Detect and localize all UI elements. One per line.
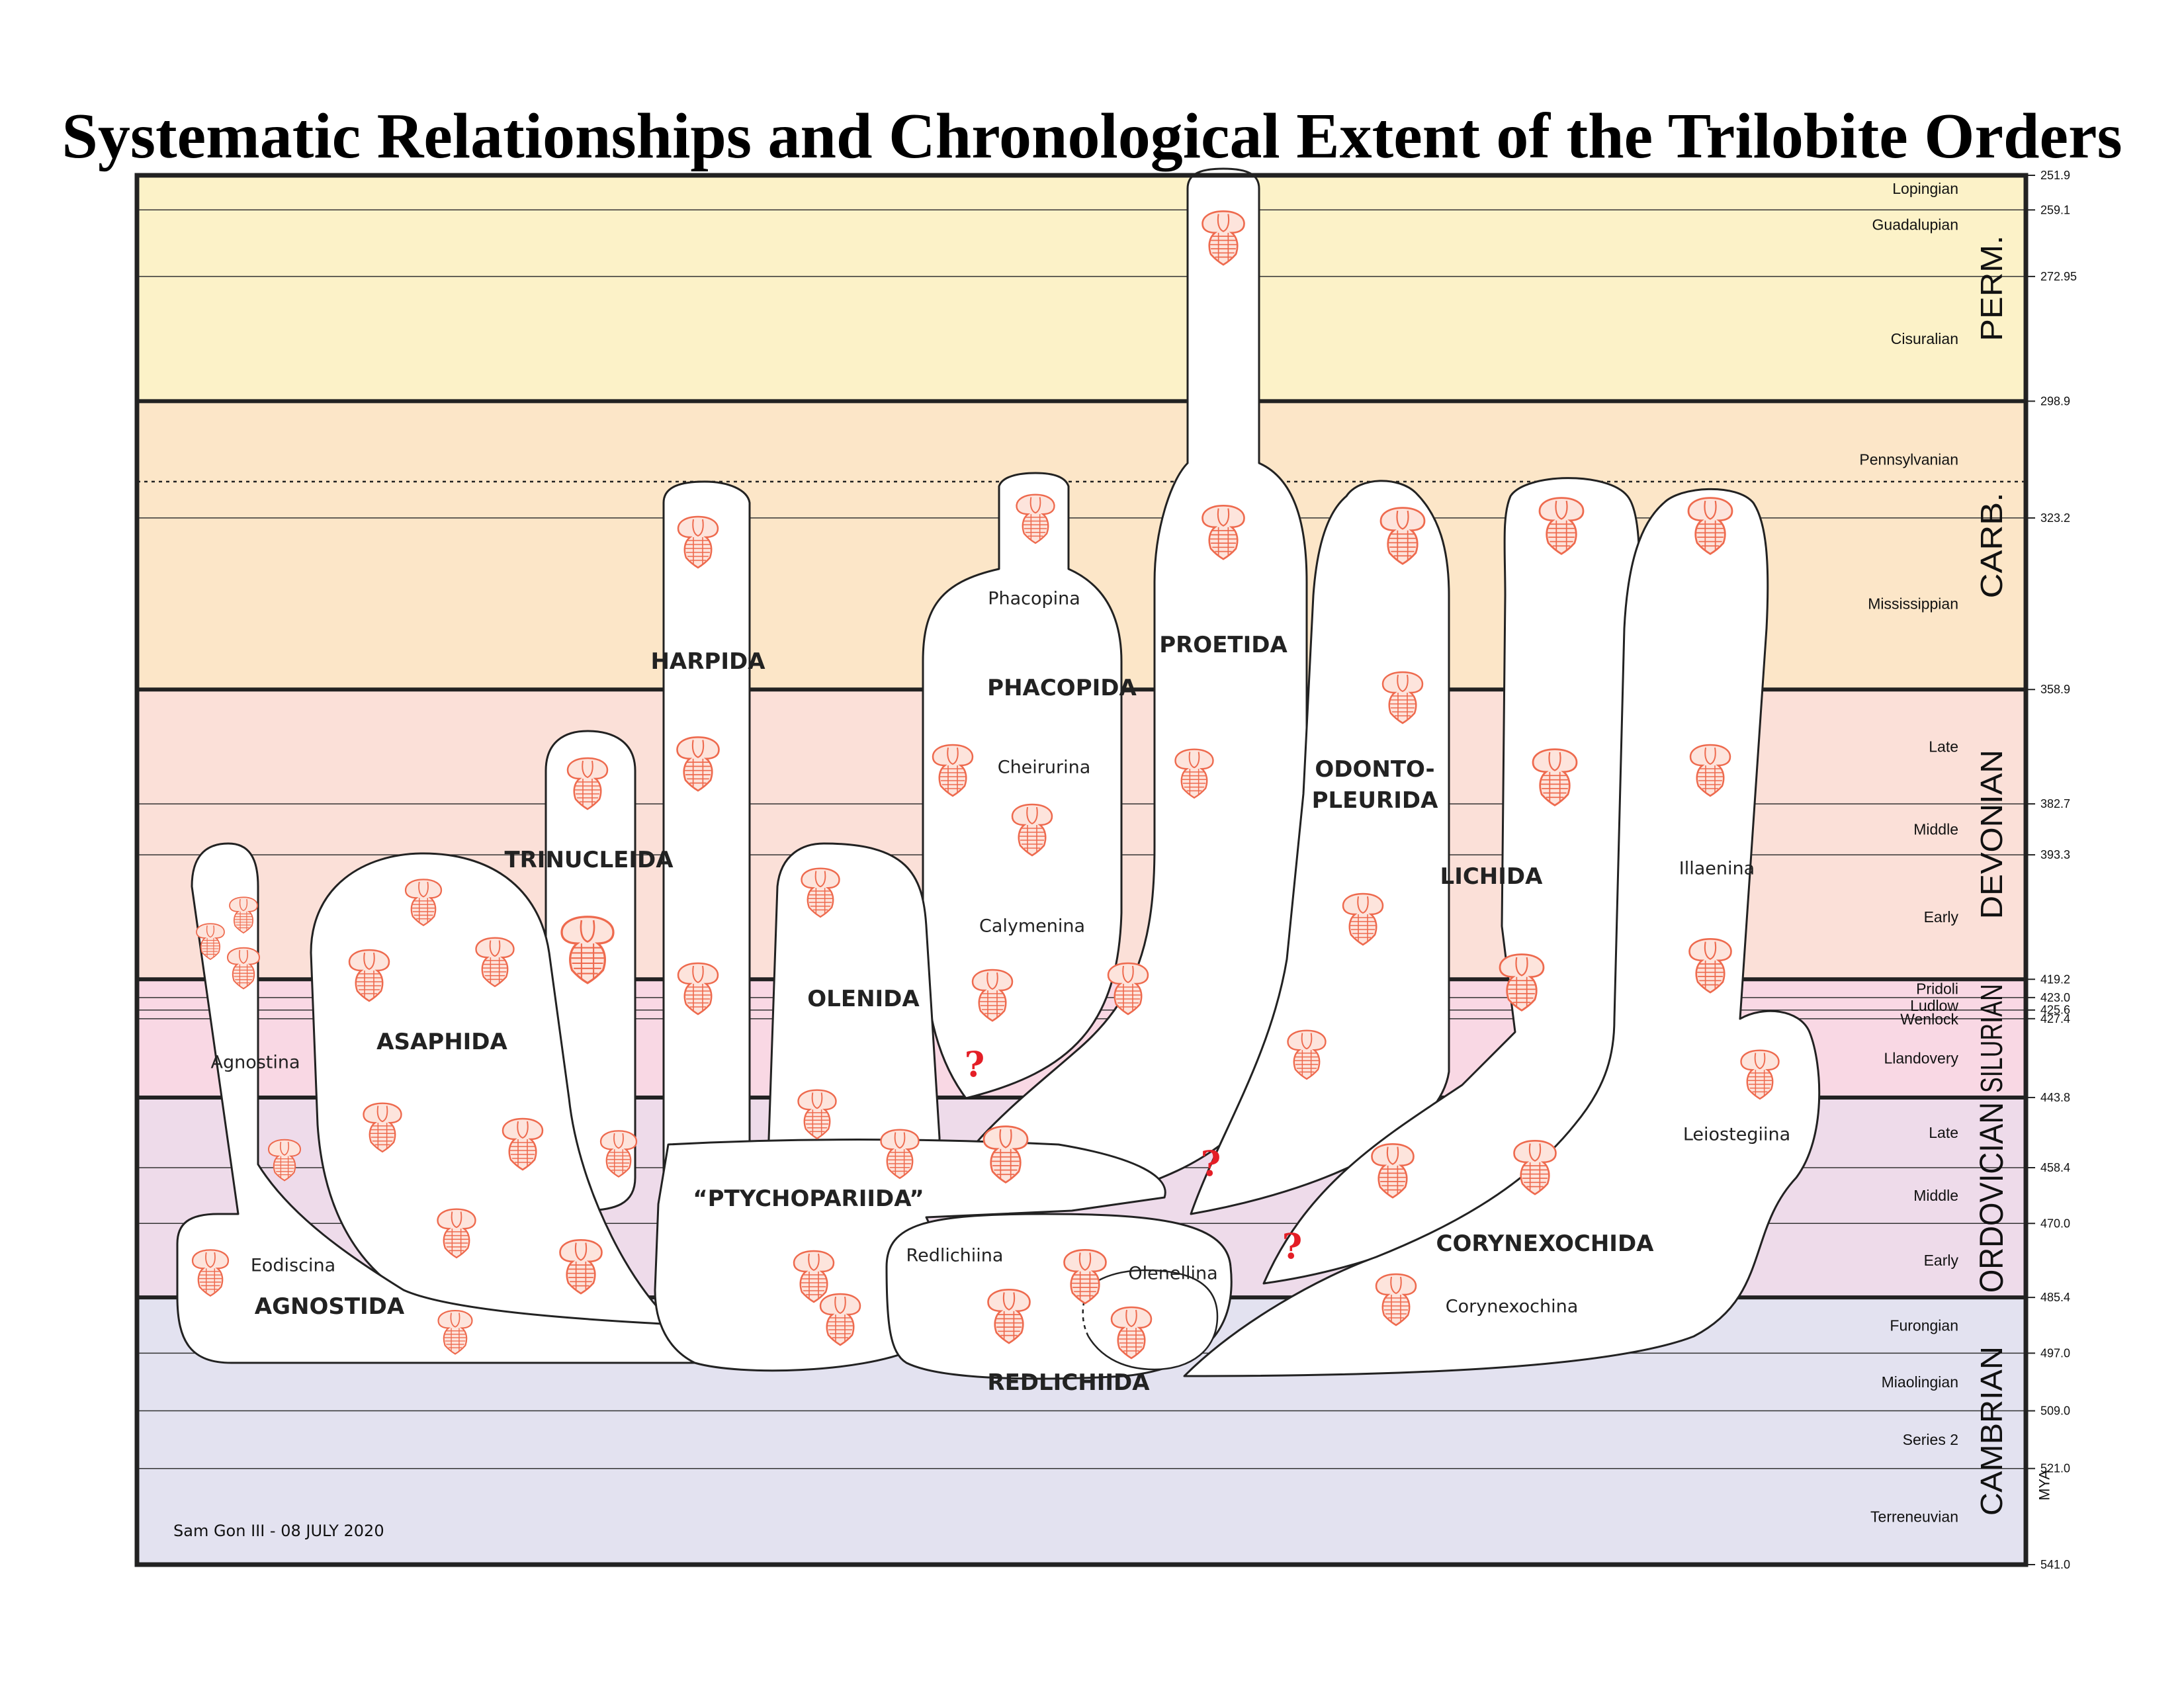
period-label: CAMBRIAN bbox=[1974, 1346, 2009, 1516]
order-label: OLENIDA bbox=[807, 986, 920, 1012]
order-label: HARPIDA bbox=[650, 648, 765, 675]
age-label: 393.3 bbox=[2040, 848, 2070, 861]
epoch-label: Wenlock bbox=[1900, 1011, 1958, 1028]
epoch-label: Early bbox=[1924, 908, 1959, 926]
clade-harpida bbox=[662, 480, 751, 1205]
suborder-label: Eodiscina bbox=[251, 1256, 335, 1276]
order-label: PLEURIDA bbox=[1312, 787, 1438, 814]
age-label: 521.0 bbox=[2040, 1462, 2070, 1475]
epoch-label: Series 2 bbox=[1903, 1431, 1958, 1448]
epoch-label: Early bbox=[1924, 1252, 1959, 1269]
order-label: ODONTO- bbox=[1315, 756, 1434, 783]
age-label: 358.9 bbox=[2040, 683, 2070, 696]
age-label: 485.4 bbox=[2040, 1291, 2070, 1304]
epoch-label: Pridoli bbox=[1916, 980, 1958, 997]
period-band bbox=[137, 175, 2026, 402]
age-label: 458.4 bbox=[2040, 1161, 2070, 1174]
order-label: ASAPHIDA bbox=[376, 1029, 507, 1055]
age-label: 382.7 bbox=[2040, 797, 2070, 810]
clade-agnostida bbox=[176, 842, 782, 1364]
age-label: 427.4 bbox=[2040, 1012, 2070, 1025]
age-label: 470.0 bbox=[2040, 1217, 2070, 1230]
epoch-label: Lopingian bbox=[1892, 180, 1958, 197]
author-credit: Sam Gon III - 08 JULY 2020 bbox=[173, 1522, 384, 1540]
epoch-label: Middle bbox=[1913, 821, 1958, 838]
age-label: 443.8 bbox=[2040, 1091, 2070, 1104]
suborder-label: Leiostegiina bbox=[1683, 1125, 1790, 1145]
epoch-label: Ludlow bbox=[1910, 997, 1958, 1014]
age-label: 541.0 bbox=[2040, 1558, 2070, 1571]
age-label: 323.2 bbox=[2040, 511, 2070, 525]
epoch-label: Pennsylvanian bbox=[1859, 451, 1958, 468]
order-label: PROETIDA bbox=[1159, 632, 1288, 658]
epoch-label: Late bbox=[1929, 1124, 1958, 1141]
epoch-label: Guadalupian bbox=[1872, 216, 1958, 233]
suborder-label: Calymenina bbox=[979, 916, 1085, 937]
order-label: AGNOSTIDA bbox=[255, 1293, 405, 1320]
suborder-label: Redlichiina bbox=[906, 1246, 1004, 1266]
epoch-label: Llandovery bbox=[1884, 1049, 1958, 1066]
suborder-label: Olenellina bbox=[1128, 1264, 1217, 1284]
period-label: DEVONIAN bbox=[1974, 750, 2009, 919]
age-label: 509.0 bbox=[2040, 1405, 2070, 1418]
epoch-label: Late bbox=[1929, 738, 1958, 756]
age-label: 259.1 bbox=[2040, 203, 2070, 216]
epoch-label: Mississippian bbox=[1868, 595, 1958, 613]
clade-corynexochida bbox=[1183, 488, 1821, 1377]
order-label: REDLICHIIDA bbox=[987, 1369, 1150, 1396]
clade-olenellina-dashed bbox=[1082, 1296, 1090, 1337]
epoch-label: Miaolingian bbox=[1882, 1373, 1958, 1391]
order-label: “PTYCHOPARIIDA” bbox=[693, 1186, 924, 1212]
age-label: 251.9 bbox=[2040, 169, 2070, 182]
age-label: 497.0 bbox=[2040, 1346, 2070, 1360]
period-label: ORDOVICIAN bbox=[1973, 1102, 2010, 1293]
epoch-label: Middle bbox=[1913, 1187, 1958, 1204]
uncertainty-question-mark: ? bbox=[1201, 1145, 1221, 1185]
period-label: PERM. bbox=[1974, 236, 2009, 341]
suborder-label: Illaenina bbox=[1679, 859, 1755, 879]
mya-label: MYA bbox=[2036, 1470, 2053, 1500]
clade-phacopida bbox=[922, 472, 1123, 1100]
uncertainty-question-mark: ? bbox=[965, 1045, 984, 1086]
epoch-label: Terreneuvian bbox=[1870, 1508, 1958, 1525]
order-label: LICHIDA bbox=[1440, 863, 1544, 890]
period-label: CARB. bbox=[1974, 492, 2009, 598]
age-label: 272.95 bbox=[2040, 270, 2077, 283]
suborder-label: Cheirurina bbox=[998, 757, 1091, 778]
order-label: PHACOPIDA bbox=[987, 675, 1137, 701]
period-label: SILURIAN bbox=[1974, 984, 2009, 1093]
clade-odontopleurida bbox=[1190, 480, 1450, 1215]
suborder-label: Corynexochina bbox=[1446, 1297, 1578, 1317]
age-label: 419.2 bbox=[2040, 973, 2070, 986]
order-label: CORYNEXOCHIDA bbox=[1436, 1231, 1655, 1257]
epoch-label: Cisuralian bbox=[1891, 330, 1958, 347]
age-label: 298.9 bbox=[2040, 394, 2070, 408]
suborder-label: Agnostina bbox=[210, 1053, 300, 1073]
page-title: Systematic Relationships and Chronologic… bbox=[62, 101, 2122, 172]
chart-frame bbox=[134, 173, 2029, 1567]
age-label: 425.6 bbox=[2040, 1004, 2070, 1017]
uncertainty-question-mark: ? bbox=[1282, 1227, 1302, 1268]
suborder-label: Phacopina bbox=[988, 589, 1080, 609]
epoch-label: Furongian bbox=[1890, 1317, 1958, 1334]
order-label: TRINUCLEIDA bbox=[504, 847, 674, 873]
age-label: 423.0 bbox=[2040, 991, 2070, 1004]
